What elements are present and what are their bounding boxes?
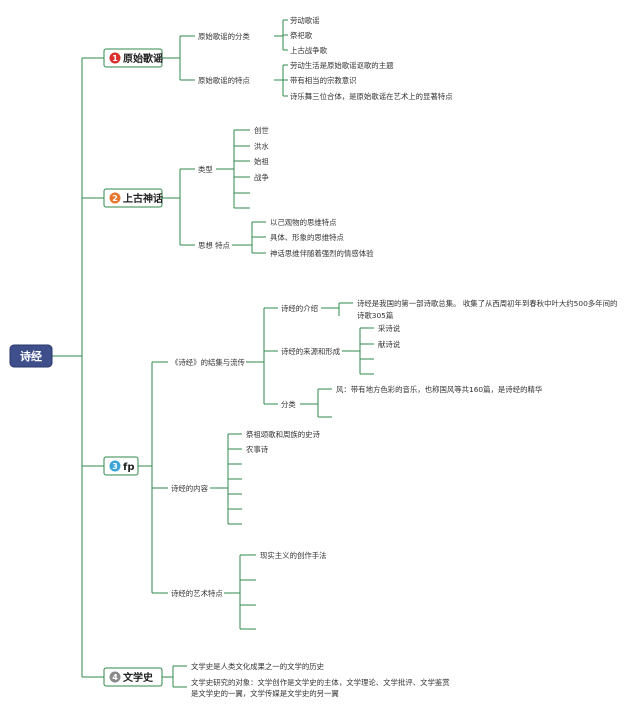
category-label-2: 上古神话 [123, 192, 163, 205]
leaf-text[interactable]: 采诗说 [378, 324, 401, 333]
svg-text:1: 1 [112, 54, 118, 63]
leaf-text[interactable]: 洪水 [254, 142, 269, 151]
number-badge-1 [109, 52, 121, 64]
branch-2-lines [162, 129, 266, 254]
subtopic-label[interactable]: 诗经的来源和形成 [281, 347, 341, 356]
root-node[interactable]: 诗经 [9, 344, 53, 368]
leaf-text[interactable]: 战争 [254, 173, 269, 182]
leaf-text[interactable]: 始祖 [254, 157, 269, 166]
leaf-text[interactable]: 带有相当的宗教意识 [290, 76, 357, 85]
leaf-text[interactable]: 是文学史的一翼，文学传媒是文学史的另一翼 [191, 689, 339, 698]
branch-3-lines [137, 302, 374, 630]
leaf-text[interactable]: 祭祀歌 [290, 31, 313, 40]
subtopic-label[interactable]: 原始歌谣的特点 [198, 76, 250, 85]
category-node-1[interactable]: 1 原始歌谣 [103, 48, 163, 68]
leaf-text[interactable]: 文学史是人类文化成果之一的文学的历史 [191, 662, 325, 671]
leaf-text[interactable]: 诗经是我国的第一部诗歌总集。 收集了从西周初年到春秋中叶大约500多年间的 [357, 299, 617, 308]
leaf-text[interactable]: 文学史研究的对象：文学创作是文学史的主体，文学理论、文学批评、文学鉴赏 [191, 678, 450, 687]
subtopic-label[interactable]: 《诗经》的结集与流传 [171, 358, 246, 367]
subtopic-label[interactable]: 类型 [198, 165, 213, 174]
leaf-text[interactable]: 风：带有地方色彩的音乐，也称国风等共160篇，是诗经的精华 [336, 385, 542, 394]
category-label-3: fp [123, 462, 135, 473]
subtopic-label[interactable]: 分类 [281, 400, 296, 409]
leaf-text[interactable]: 献诗说 [378, 340, 401, 349]
leaf-text[interactable]: 现实主义的创作手法 [260, 551, 327, 560]
svg-text:4: 4 [112, 673, 118, 682]
subtopic-label[interactable]: 诗经的内容 [171, 484, 209, 493]
leaf-text[interactable]: 以己观物的思维特点 [270, 218, 337, 227]
leaf-text[interactable]: 神话思维伴随着强烈的情感体验 [270, 249, 374, 258]
subtopic-label[interactable]: 原始歌谣的分类 [198, 32, 250, 41]
category-node-2[interactable]: 2 上古神话 [103, 188, 163, 208]
svg-text:2: 2 [112, 194, 118, 203]
leaf-text[interactable]: 上古战争歌 [290, 46, 328, 55]
category-label-1: 原始歌谣 [123, 52, 163, 65]
leaf-text[interactable]: 创世 [254, 126, 269, 135]
leaf-text[interactable]: 具体、形象的思维特点 [270, 233, 345, 242]
leaf-text[interactable]: 诗歌305篇 [357, 311, 393, 320]
category-node-3[interactable]: 3 fp [103, 456, 139, 476]
leaf-text[interactable]: 祭祖颂歌和周族的史诗 [246, 430, 321, 439]
branch-4-lines [162, 665, 187, 688]
number-badge-2 [109, 192, 121, 204]
subtopic-label[interactable]: 诗经的介绍 [281, 304, 318, 313]
subtopic-label[interactable]: 思想 特点 [198, 241, 231, 250]
svg-text:3: 3 [112, 462, 118, 471]
number-badge-4 [109, 671, 121, 683]
leaf-text[interactable]: 劳动歌谣 [290, 16, 320, 25]
category-label-4: 文学史 [123, 671, 154, 684]
leaf-text[interactable]: 诗乐舞三位合体，是原始歌谣在艺术上的显著特点 [290, 92, 453, 101]
number-badge-3 [109, 460, 121, 472]
category-node-4[interactable]: 4 文学史 [103, 667, 163, 687]
leaf-text[interactable]: 劳动生活是原始歌谣讴歌的主题 [290, 61, 394, 70]
root-label: 诗经 [20, 349, 42, 363]
branch-1-lines [162, 19, 288, 97]
trunk-line [52, 57, 104, 678]
leaf-text[interactable]: 农事诗 [246, 445, 269, 454]
subtopic-label[interactable]: 诗经的艺术特点 [171, 589, 223, 598]
